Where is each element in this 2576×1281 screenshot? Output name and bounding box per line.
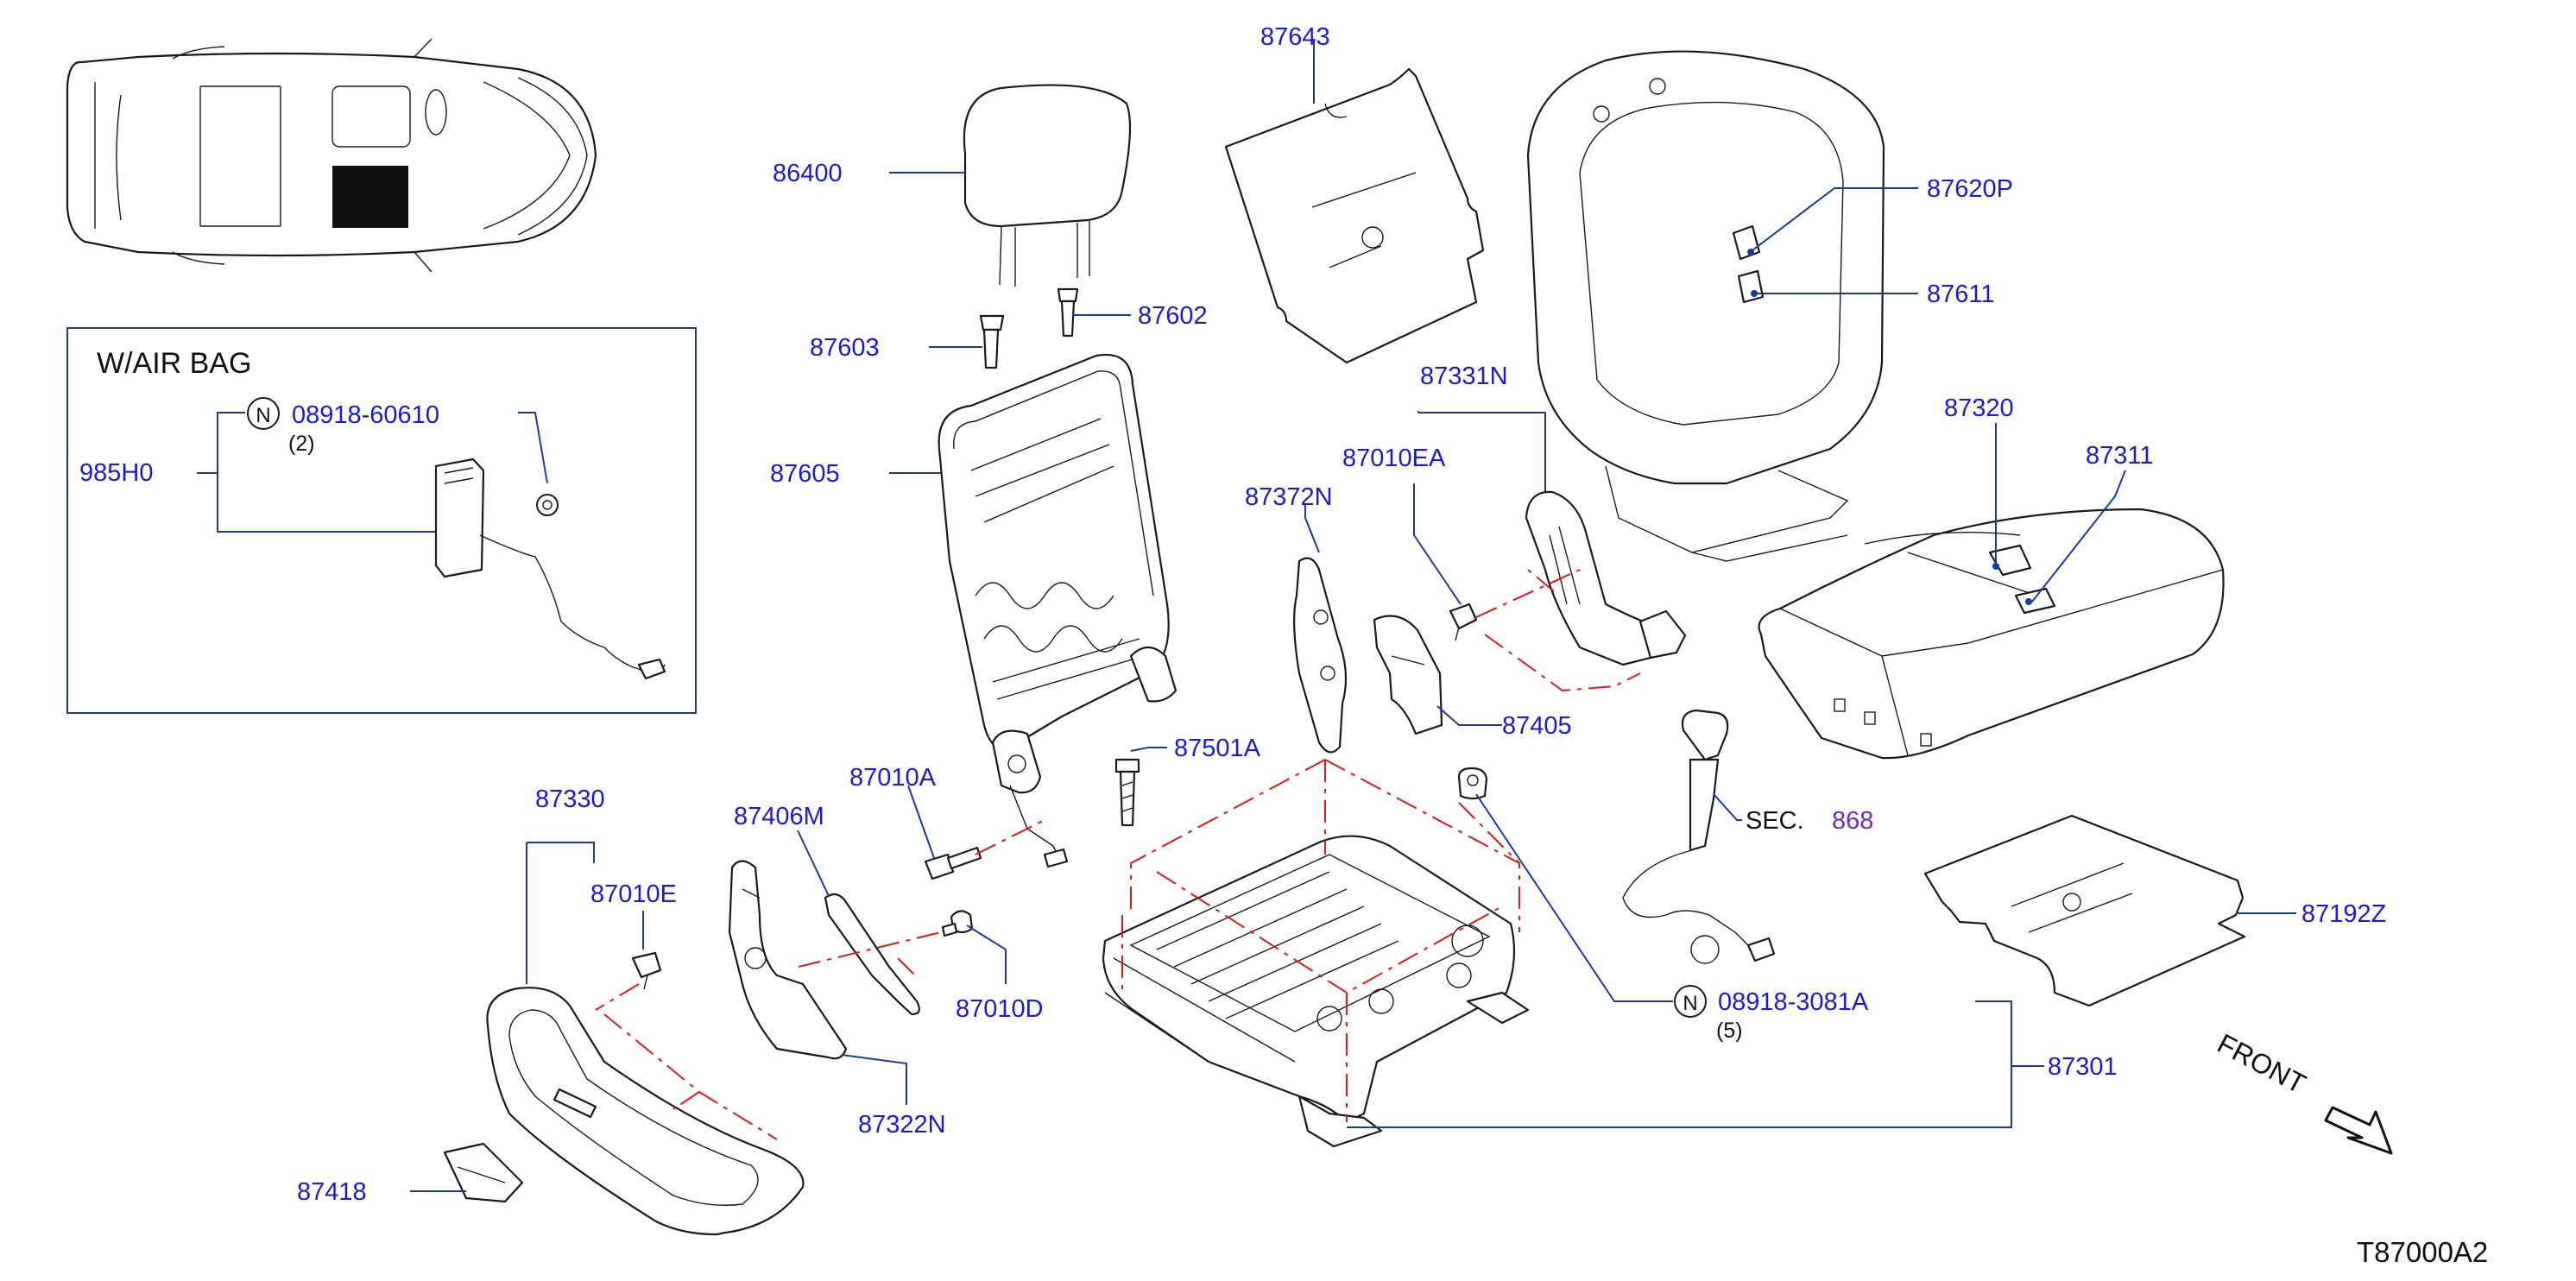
part-label-87301[interactable]: 87301 bbox=[2048, 1053, 2118, 1081]
airbag-module-part bbox=[434, 458, 666, 680]
n-circle-icon: N bbox=[1674, 985, 1707, 1018]
part-label-87605[interactable]: 87605 bbox=[770, 460, 840, 488]
recliner-cover-inner-part bbox=[1525, 490, 1687, 666]
headrest-part bbox=[963, 84, 1132, 287]
part-label-87611[interactable]: 87611 bbox=[1927, 281, 1995, 308]
part-label-87372N[interactable]: 87372N bbox=[1245, 483, 1333, 511]
part-label-87320[interactable]: 87320 bbox=[1944, 394, 2014, 422]
part-label-87405[interactable]: 87405 bbox=[1502, 712, 1572, 740]
sec-ref-number[interactable]: 868 bbox=[1832, 807, 1873, 835]
qty-08918-3081A: (5) bbox=[1716, 1019, 1743, 1043]
part-label-87620P[interactable]: 87620P bbox=[1927, 175, 2013, 203]
bolt-87010A bbox=[924, 846, 982, 880]
seat-belt-buckle-part bbox=[1622, 709, 1776, 964]
headrest-guide-87602 bbox=[1057, 287, 1079, 338]
part-label-87010E[interactable]: 87010E bbox=[590, 880, 677, 908]
part-label-87330[interactable]: 87330 bbox=[535, 786, 605, 813]
part-label-86400[interactable]: 86400 bbox=[773, 160, 843, 187]
nut-08918-3081A bbox=[1457, 767, 1488, 800]
recliner-cover-87405 bbox=[1373, 615, 1443, 735]
part-label-08918-60610[interactable]: 08918-60610 bbox=[292, 401, 439, 429]
part-label-87602[interactable]: 87602 bbox=[1138, 302, 1208, 330]
svg-text:N: N bbox=[256, 404, 270, 427]
part-label-87311[interactable]: 87311 bbox=[2086, 442, 2154, 470]
front-label: FRONT bbox=[2213, 1027, 2311, 1100]
part-label-87501A[interactable]: 87501A bbox=[1174, 735, 1261, 762]
bolt-87501A bbox=[1114, 758, 1140, 827]
recliner-cover-87322N bbox=[728, 860, 848, 1060]
n-circle-icon: N bbox=[247, 397, 280, 430]
side-shield-part bbox=[486, 987, 805, 1236]
airbag-inset-box bbox=[66, 327, 697, 714]
part-label-87322N[interactable]: 87322N bbox=[858, 1111, 946, 1139]
seat-cushion-part bbox=[1758, 508, 2225, 760]
diagram-code: T87000A2 bbox=[2357, 1236, 2488, 1268]
seatback-frame-part bbox=[938, 353, 1178, 868]
seatback-cover-part bbox=[1526, 50, 1885, 562]
recliner-cover-87406M bbox=[824, 893, 920, 1016]
part-label-87010EA[interactable]: 87010EA bbox=[1342, 445, 1446, 472]
clip-87010EA bbox=[1449, 603, 1478, 641]
part-label-87331N[interactable]: 87331N bbox=[1420, 363, 1508, 390]
part-label-87010A[interactable]: 87010A bbox=[849, 764, 937, 792]
seat-cushion-frame-part bbox=[1102, 835, 1530, 1148]
cushion-mat-part bbox=[1923, 814, 2246, 1007]
seat-location-marker bbox=[332, 166, 408, 228]
front-arrow-icon bbox=[2324, 1106, 2393, 1155]
qty-08918-60610: (2) bbox=[288, 432, 315, 456]
part-label-08918-3081A[interactable]: 08918-3081A bbox=[1718, 988, 1869, 1016]
sec-label: SEC. bbox=[1746, 807, 1804, 835]
clip-87010E bbox=[631, 951, 662, 990]
headrest-guide-87603 bbox=[979, 314, 1005, 369]
part-label-87643[interactable]: 87643 bbox=[1260, 23, 1330, 51]
part-label-87603[interactable]: 87603 bbox=[810, 334, 880, 362]
recliner-cover-87372N bbox=[1293, 557, 1348, 754]
svg-text:N: N bbox=[1683, 992, 1697, 1015]
part-label-87010D[interactable]: 87010D bbox=[956, 995, 1044, 1023]
part-label-87192Z[interactable]: 87192Z bbox=[2301, 900, 2386, 928]
part-label-87418[interactable]: 87418 bbox=[297, 1178, 367, 1206]
part-label-985H0[interactable]: 985H0 bbox=[79, 459, 153, 487]
knob-87418 bbox=[443, 1142, 524, 1203]
part-label-87406M[interactable]: 87406M bbox=[734, 803, 824, 830]
screw-87010D bbox=[941, 910, 974, 937]
car-location-icon bbox=[66, 38, 597, 273]
inset-title: W/AIR BAG bbox=[97, 347, 251, 380]
seatback-board-part bbox=[1224, 67, 1485, 364]
